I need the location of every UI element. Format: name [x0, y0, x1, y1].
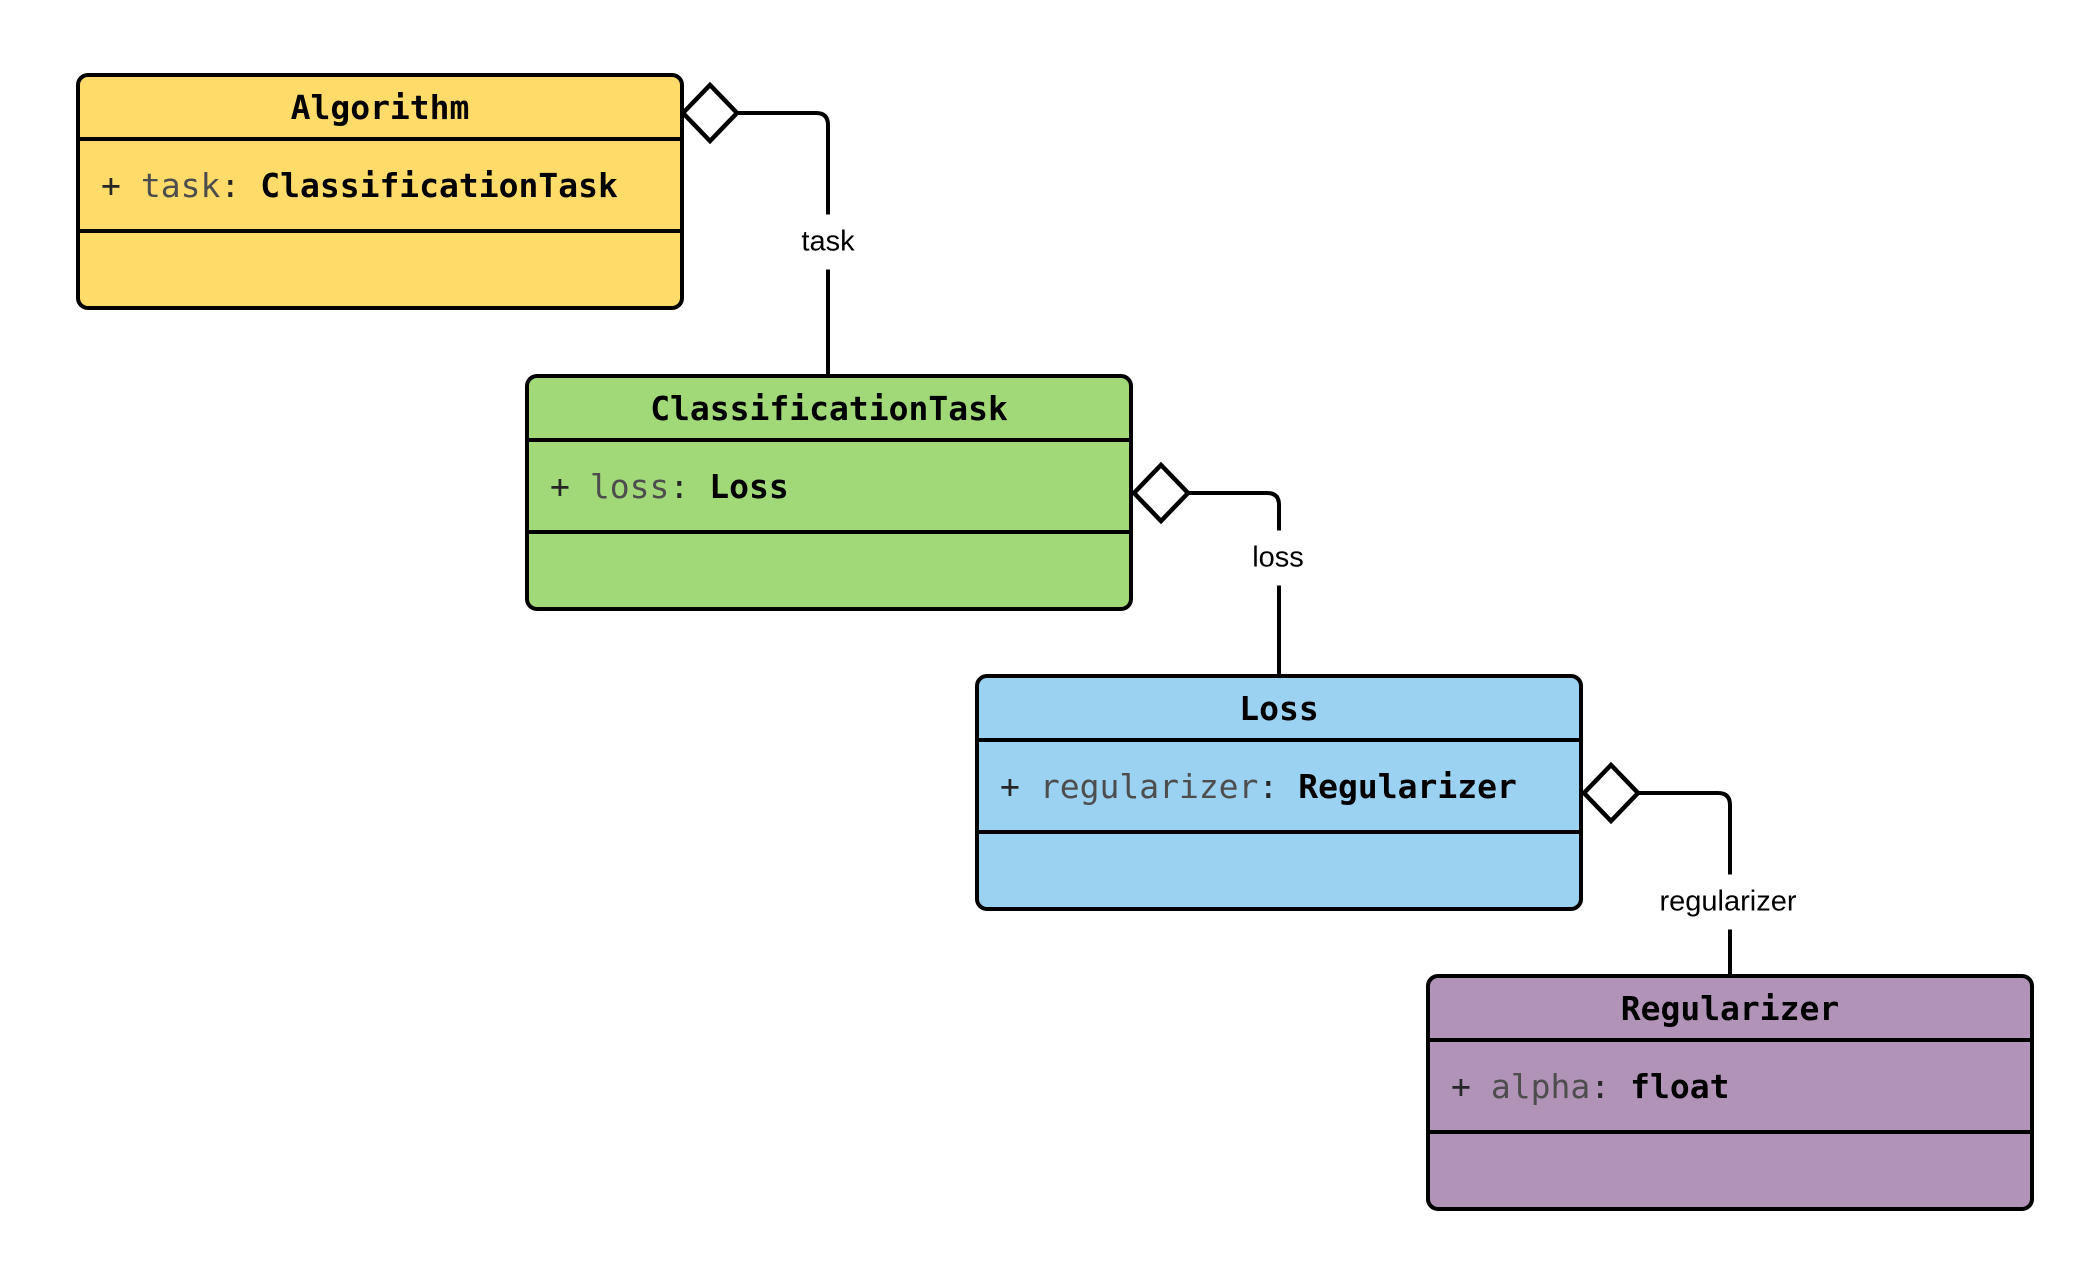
attribute-name: task	[140, 165, 221, 205]
aggregation-diamond-icon	[1580, 761, 1642, 825]
aggregation-diamond-icon	[679, 81, 741, 145]
class-methods-section	[1430, 1134, 2030, 1207]
attribute-name: loss	[589, 466, 670, 506]
attribute-type: Loss	[709, 466, 789, 506]
edge-label-loss: loss	[1247, 530, 1309, 586]
attribute-separator: :	[669, 466, 690, 506]
class-box-classificationtask: ClassificationTask + loss: Loss	[525, 374, 1133, 611]
class-title: Loss	[979, 678, 1579, 742]
attribute-visibility: +	[1451, 1066, 1471, 1106]
aggregation-edge-task	[737, 111, 830, 374]
aggregation-diamond-icon	[1130, 461, 1192, 525]
attribute-name: regularizer	[1039, 766, 1259, 806]
attribute-type: Regularizer	[1298, 766, 1517, 806]
attribute-name: alpha	[1490, 1066, 1591, 1106]
aggregation-edge-loss	[1188, 491, 1281, 674]
attribute-visibility: +	[101, 165, 121, 205]
edge-label-task: task	[796, 214, 860, 270]
class-methods-section	[529, 534, 1129, 607]
attribute-type: ClassificationTask	[260, 165, 618, 205]
attribute-type: float	[1630, 1066, 1730, 1106]
attribute-separator: :	[1590, 1066, 1611, 1106]
attribute-separator: :	[1258, 766, 1279, 806]
class-title: Regularizer	[1430, 978, 2030, 1042]
class-box-regularizer: Regularizer + alpha: float	[1426, 974, 2034, 1211]
class-attribute-row: + regularizer: Regularizer	[979, 742, 1579, 834]
attribute-visibility: +	[550, 466, 570, 506]
class-box-loss: Loss + regularizer: Regularizer	[975, 674, 1583, 911]
class-title: Algorithm	[80, 77, 680, 141]
class-box-algorithm: Algorithm + task: ClassificationTask	[76, 73, 684, 310]
class-attribute-row: + alpha: float	[1430, 1042, 2030, 1134]
aggregation-edge-regularizer	[1638, 791, 1732, 974]
class-methods-section	[80, 233, 680, 306]
class-attribute-row: + loss: Loss	[529, 442, 1129, 534]
class-title: ClassificationTask	[529, 378, 1129, 442]
edge-label-regularizer: regularizer	[1654, 874, 1802, 930]
attribute-visibility: +	[1000, 766, 1020, 806]
class-methods-section	[979, 834, 1579, 907]
attribute-separator: :	[220, 165, 241, 205]
class-attribute-row: + task: ClassificationTask	[80, 141, 680, 233]
